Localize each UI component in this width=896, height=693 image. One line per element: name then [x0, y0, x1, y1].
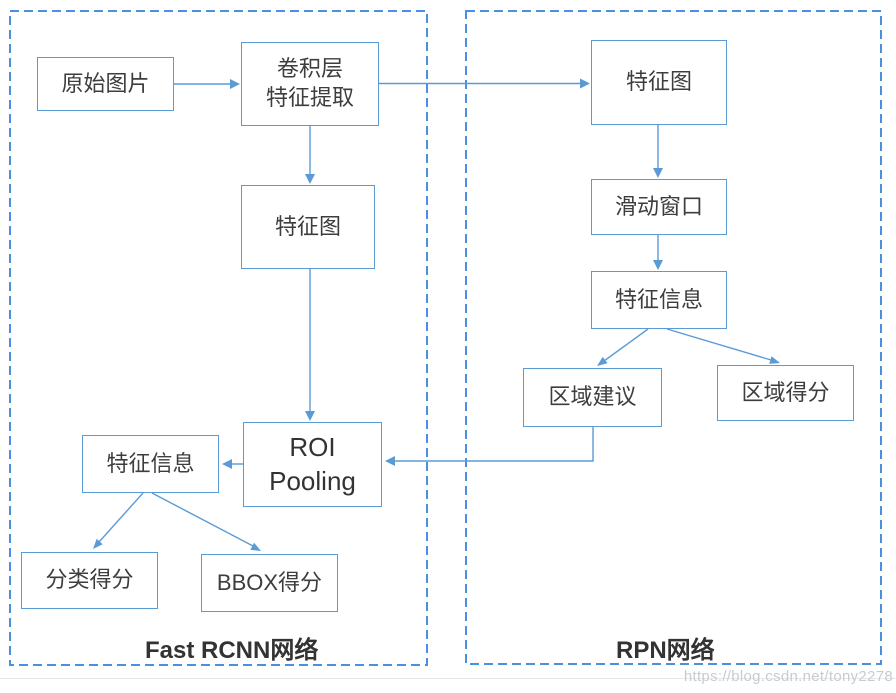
node-feature-map-fast-label: 特征图	[274, 213, 341, 239]
node-region-score: 区域得分	[717, 365, 854, 421]
arrowhead-featinfo-to-cls	[93, 538, 103, 549]
node-region-proposal: 区域建议	[523, 368, 662, 427]
edge-featinfo-to-score	[666, 328, 772, 361]
node-feature-map-rpn-label: 特征图	[625, 69, 692, 95]
fast-rcnn-panel-border	[9, 10, 428, 666]
node-sliding-window: 滑动窗口	[591, 179, 727, 235]
arrowhead-featmap-to-roi	[305, 411, 315, 421]
node-bbox-score: BBOX得分	[201, 554, 338, 612]
edge-featinfo-to-cls	[98, 492, 144, 543]
bottom-divider	[0, 678, 896, 679]
arrowhead-conv-to-featmap	[305, 174, 315, 184]
node-cls-score-label: 分类得分	[45, 567, 134, 593]
node-feature-info-rpn-label: 特征信息	[614, 286, 703, 312]
arrowhead-featinfo-to-proposal	[597, 356, 608, 366]
node-roi-line2: Pooling	[269, 465, 356, 496]
arrowhead-featinfo-to-score	[769, 356, 780, 364]
arrowhead-proposal-to-roi	[385, 456, 395, 466]
node-cls-score: 分类得分	[21, 552, 158, 609]
node-feature-map-fast: 特征图	[241, 185, 375, 269]
node-region-score-label: 区域得分	[741, 379, 830, 405]
rpn-panel-border	[465, 10, 882, 665]
node-bbox-score-label: BBOX得分	[216, 569, 323, 595]
node-conv-line2: 特征提取	[265, 85, 354, 110]
node-original-image-label: 原始图片	[61, 70, 150, 96]
node-roi-pooling: ROI Pooling	[243, 422, 382, 507]
arrowhead-original-to-conv	[230, 79, 240, 89]
arrowhead-sliding-to-featinfo	[653, 260, 663, 270]
node-feature-map-rpn: 特征图	[591, 40, 727, 125]
rpn-panel-label: RPN网络	[616, 637, 715, 664]
node-sliding-window-label: 滑动窗口	[614, 193, 703, 219]
arrowhead-featmap-to-sliding	[653, 168, 663, 178]
node-conv-feature-extract: 卷积层 特征提取	[241, 42, 379, 126]
edge-featinfo-to-bbox	[151, 492, 254, 547]
node-feature-info-rpn: 特征信息	[591, 271, 727, 329]
arrowhead-roi-to-featinfo	[222, 459, 232, 469]
node-feature-info-fast-label: 特征信息	[106, 450, 195, 476]
arrowhead-featinfo-to-bbox	[250, 542, 261, 551]
watermark-url: https://blog.csdn.net/tony2278	[683, 668, 893, 685]
node-feature-info-fast: 特征信息	[82, 435, 219, 493]
node-region-proposal-label: 区域建议	[548, 384, 637, 410]
node-original-image: 原始图片	[37, 57, 174, 111]
arrowhead-conv-to-rpn-featmap	[580, 78, 590, 89]
edge-proposal-to-roi	[394, 427, 594, 462]
node-roi-line1: ROI	[289, 431, 336, 462]
fast-rcnn-panel-label: Fast RCNN网络	[145, 637, 319, 664]
node-conv-line1: 卷积层	[276, 56, 343, 82]
edge-featinfo-to-proposal	[603, 328, 649, 362]
